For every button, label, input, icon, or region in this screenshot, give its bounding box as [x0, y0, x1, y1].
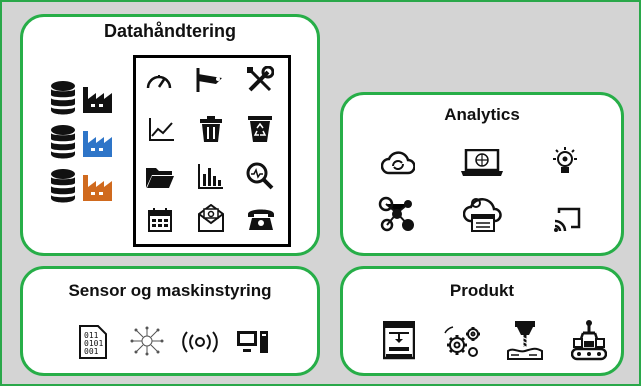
milling-icon — [507, 321, 543, 361]
analytics-panel: Analytics — [340, 92, 624, 256]
panel-title: Sensor og maskinstyring — [68, 281, 272, 300]
data-tools-grid — [133, 55, 291, 247]
camera-icon — [196, 68, 226, 92]
laptop-globe-icon — [461, 149, 503, 177]
computer-icon — [237, 331, 269, 353]
cloud-sync-icon — [381, 149, 415, 175]
svg-text:0101: 0101 — [84, 339, 103, 348]
product-panel: Produkt — [340, 266, 624, 376]
factory-icon — [83, 175, 113, 201]
gauge-icon — [146, 70, 172, 90]
trash-icon — [200, 116, 222, 142]
conveyor-robot-icon — [571, 319, 607, 361]
data-handling-panel: Datahåndtering — [20, 14, 320, 256]
calendar-icon — [148, 208, 172, 232]
svg-text:001: 001 — [84, 347, 99, 356]
mail-icon — [198, 204, 224, 232]
panel-title: Produkt — [449, 281, 515, 300]
panel-title: Datahåndtering — [103, 21, 236, 41]
factory-icon — [83, 131, 113, 157]
tools-icon — [246, 66, 274, 94]
panel-title: Analytics — [444, 105, 520, 124]
network-icon — [377, 195, 417, 233]
3d-printer-icon — [383, 321, 415, 361]
signal-icon — [181, 331, 219, 353]
circuit-icon — [129, 325, 165, 357]
lightbulb-icon — [549, 145, 581, 181]
telephone-icon — [248, 208, 274, 230]
recycle-bin-icon — [248, 116, 272, 142]
factory-icon — [83, 87, 113, 113]
gears-icon — [443, 325, 483, 359]
database-icon — [51, 169, 75, 203]
bar-chart-icon — [198, 164, 224, 190]
screen-cast-icon — [553, 207, 581, 233]
database-icon — [51, 125, 75, 159]
svg-text:011: 011 — [84, 331, 99, 340]
database-icon — [51, 81, 75, 115]
folder-icon — [146, 166, 174, 188]
line-chart-icon — [148, 118, 174, 142]
zoom-analyze-icon — [246, 162, 274, 190]
cloud-app-icon — [463, 195, 503, 233]
